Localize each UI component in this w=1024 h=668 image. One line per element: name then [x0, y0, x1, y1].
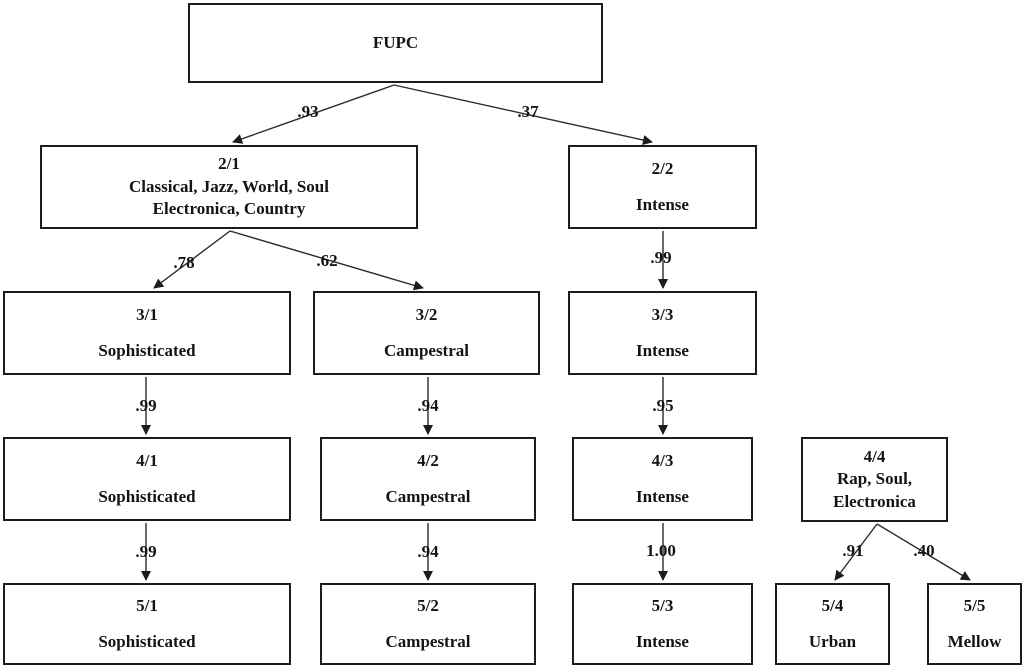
node-label: Sophisticated: [98, 487, 196, 506]
edge-fupc-to-2-2: [393, 84, 653, 145]
edge-weight-label: .78: [173, 253, 195, 272]
node-id: 4/4: [863, 446, 886, 466]
node-id: FUPC: [372, 32, 419, 52]
node-5-1: 5/1 Sophisticated: [3, 583, 291, 665]
node-id: 5/3: [651, 595, 674, 615]
node-id: 3/3: [651, 304, 674, 324]
node-3-3: 3/3 Intense: [568, 291, 757, 375]
node-5-4: 5/4 Urban: [775, 583, 890, 665]
node-fupc: FUPC: [188, 3, 603, 83]
node-id: 5/5: [963, 595, 986, 615]
edge-weight-label: .99: [650, 248, 672, 267]
node-id: 2/1: [218, 154, 240, 174]
node-2-1: 2/1 Classical, Jazz, World, Soul Electro…: [40, 145, 418, 229]
node-4-4: 4/4 Rap, Soul, Electronica: [801, 437, 948, 522]
edge-weight-label: .94: [417, 396, 439, 415]
node-id: 5/2: [417, 595, 439, 615]
edge-fupc-to-2-1: [232, 84, 395, 144]
node-id: 4/1: [136, 450, 158, 470]
node-id: 5/4: [821, 595, 844, 615]
node-4-3: 4/3 Intense: [572, 437, 753, 521]
node-label: Intense: [636, 341, 689, 360]
edge-4-4-to-5-4: [834, 523, 878, 581]
edge-2-1-to-3-1: [153, 230, 231, 289]
edge-weight-label: .99: [135, 542, 157, 561]
edge-weight-label: 1.00: [646, 541, 676, 560]
node-id: 3/2: [415, 304, 438, 324]
node-label: Intense: [636, 195, 689, 214]
edge-weight-label: .94: [417, 542, 439, 561]
edge-weight-label: .91: [842, 541, 864, 560]
edge-weight-label: .37: [517, 102, 539, 121]
node-3-2: 3/2 Campestral: [313, 291, 540, 375]
node-id: 4/3: [651, 450, 674, 470]
node-3-1: 3/1 Sophisticated: [3, 291, 291, 375]
node-label: Sophisticated: [98, 341, 196, 360]
node-genres-line1: Classical, Jazz, World, Soul: [129, 176, 329, 196]
node-label: Intense: [636, 487, 689, 506]
node-id: 4/2: [417, 450, 439, 470]
node-label: Intense: [636, 632, 689, 651]
node-2-2: 2/2 Intense: [568, 145, 757, 229]
node-id: 3/1: [136, 304, 158, 324]
edge-weight-label: .99: [135, 396, 157, 415]
node-label: Urban: [808, 632, 857, 651]
node-genres-line2: Electronica, Country: [152, 199, 306, 219]
node-label: Sophisticated: [98, 632, 196, 651]
node-id: 5/1: [136, 595, 158, 615]
node-id: 2/2: [651, 158, 674, 178]
edge-weight-label: .95: [652, 396, 674, 415]
node-4-1: 4/1 Sophisticated: [3, 437, 291, 521]
node-label: Campestral: [385, 487, 471, 506]
node-label: Campestral: [384, 341, 469, 360]
edge-weight-label: .62: [316, 251, 338, 270]
edge-2-1-to-3-2: [229, 230, 424, 291]
node-5-3: 5/3 Intense: [572, 583, 753, 665]
node-genres-line1: Rap, Soul,: [836, 469, 913, 489]
node-label: Campestral: [385, 632, 471, 651]
node-4-2: 4/2 Campestral: [320, 437, 536, 521]
node-5-2: 5/2 Campestral: [320, 583, 536, 665]
edge-weight-label: .40: [913, 541, 935, 560]
edge-4-4-to-5-5: [876, 523, 971, 581]
edge-weight-label: .93: [297, 102, 319, 121]
node-label: Mellow: [947, 632, 1002, 651]
node-genres-line2: Electronica: [833, 491, 916, 511]
node-5-5: 5/5 Mellow: [927, 583, 1022, 665]
